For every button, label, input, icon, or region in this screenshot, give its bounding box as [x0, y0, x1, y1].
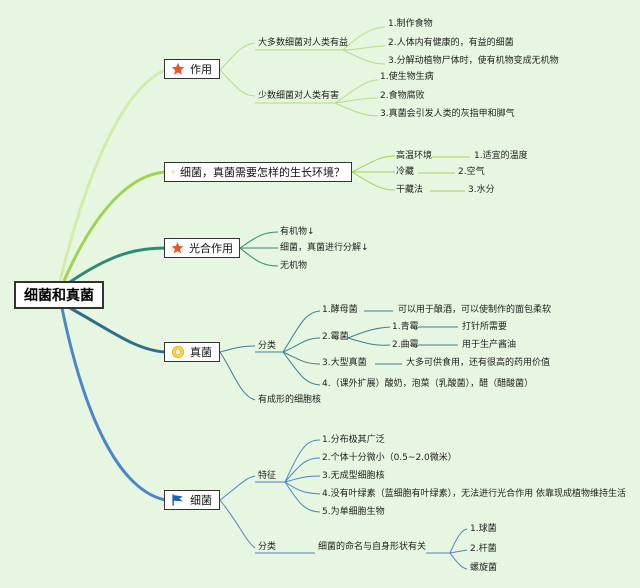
topic-guanghe-label: 光合作用: [189, 242, 233, 255]
mei-item[interactable]: 1.青霉: [392, 322, 419, 332]
branch-guanghe: [69, 246, 166, 284]
xijun-shape[interactable]: 1.球菌: [470, 524, 497, 534]
mei-desc[interactable]: 用于生产酱油: [462, 340, 517, 350]
xijun-trait[interactable]: 5.为单细胞生物: [322, 507, 385, 517]
guanghe-item[interactable]: 有机物↓: [280, 227, 315, 237]
env-method[interactable]: 冷藏: [396, 167, 415, 177]
zuoyong-good[interactable]: 大多数细菌对人类有益: [258, 38, 349, 48]
branch-huanjing: [62, 170, 166, 282]
xijun-trait[interactable]: 3.无成型细胞核: [322, 471, 385, 481]
daxing-desc[interactable]: 大多可供食用，还有很高的药用价值: [406, 358, 551, 368]
zuoyong-bad-item[interactable]: 3.真菌会引发人类的灰指甲和脚气: [380, 109, 515, 119]
branch-zuoyong: [58, 68, 166, 282]
zhenjun-item[interactable]: 2.霉菌: [322, 332, 349, 342]
mei-item[interactable]: 2.曲霉: [392, 340, 419, 350]
root-topic[interactable]: 细菌和真菌: [14, 281, 104, 309]
topic-guanghe[interactable]: 光合作用: [164, 238, 240, 258]
jiaomu-desc[interactable]: 可以用于酿酒，可以使制作的面包柔软: [398, 305, 552, 315]
topic-zhenjun[interactable]: 真菌: [164, 342, 220, 362]
mei-desc[interactable]: 打针所需要: [462, 322, 508, 332]
zuoyong-good-item[interactable]: 2.人体内有健康的，有益的细菌: [388, 38, 514, 48]
topic-zhenjun-label: 真菌: [190, 346, 212, 359]
xijun-trait[interactable]: 2.个体十分微小（0.5~2.0微米）: [322, 453, 457, 463]
zuoyong-bad[interactable]: 少数细菌对人类有害: [258, 91, 340, 101]
zhenjun-item[interactable]: 3.大型真菌: [322, 358, 367, 368]
env-need[interactable]: 3.水分: [468, 185, 495, 195]
flag-icon: [172, 494, 183, 506]
branch-xijun: [60, 307, 166, 502]
xijun-fenlei[interactable]: 分类: [258, 542, 277, 552]
branch-zhenjun: [69, 306, 166, 354]
zuoyong-bad-item[interactable]: 1.使生物生病: [380, 72, 434, 82]
topic-huanjing[interactable]: 细菌，真菌需要怎样的生长环境？: [164, 162, 352, 182]
zhenjun-item[interactable]: 1.酵母菌: [322, 305, 358, 315]
star-icon: [171, 242, 184, 254]
env-need[interactable]: 2.空气: [458, 167, 485, 177]
zuoyong-good-item[interactable]: 1.制作食物: [388, 19, 433, 29]
env-need[interactable]: 1.适宜的温度: [474, 151, 528, 161]
guanghe-item[interactable]: 细菌，真菌进行分解↓: [280, 243, 369, 253]
xijun-tezheng[interactable]: 特征: [258, 471, 277, 481]
topic-zuoyong[interactable]: 作用: [164, 59, 220, 79]
zuoyong-good-item[interactable]: 3.分解动植物尸体时，使有机物变成无机物: [388, 56, 559, 66]
zhenjun-item[interactable]: 4.（课外扩展）酸奶，泡菜（乳酸菌），醋（醋酸菌）: [322, 379, 534, 389]
env-method[interactable]: 干藏法: [396, 185, 424, 195]
zuoyong-bad-item[interactable]: 2.食物腐败: [380, 91, 425, 101]
zhenjun-nucleus[interactable]: 有成形的细胞核: [258, 395, 322, 405]
topic-xijun-label: 细菌: [190, 494, 212, 507]
topic-huanjing-label: 细菌，真菌需要怎样的生长环境？: [180, 166, 345, 179]
xijun-shape[interactable]: 螺旋菌: [470, 563, 498, 573]
sun-badge-icon: [172, 346, 184, 358]
xijun-trait[interactable]: 1.分布极其广泛: [322, 435, 385, 445]
zhenjun-fenlei[interactable]: 分类: [258, 341, 277, 351]
env-method[interactable]: 高温环境: [396, 151, 433, 161]
guanghe-item[interactable]: 无机物: [280, 261, 308, 271]
topic-zuoyong-label: 作用: [190, 63, 212, 76]
star-icon: [171, 62, 185, 75]
xijun-shape[interactable]: 2.杆菌: [470, 544, 497, 554]
xijun-naming[interactable]: 细菌的命名与自身形状有关: [318, 542, 427, 552]
xijun-trait[interactable]: 4.没有叶绿素（蓝细胞有叶绿素），无法进行光合作用 依靠现成植物维持生活: [322, 489, 626, 499]
lightbulb-icon: [171, 170, 175, 174]
topic-xijun[interactable]: 细菌: [164, 490, 220, 510]
